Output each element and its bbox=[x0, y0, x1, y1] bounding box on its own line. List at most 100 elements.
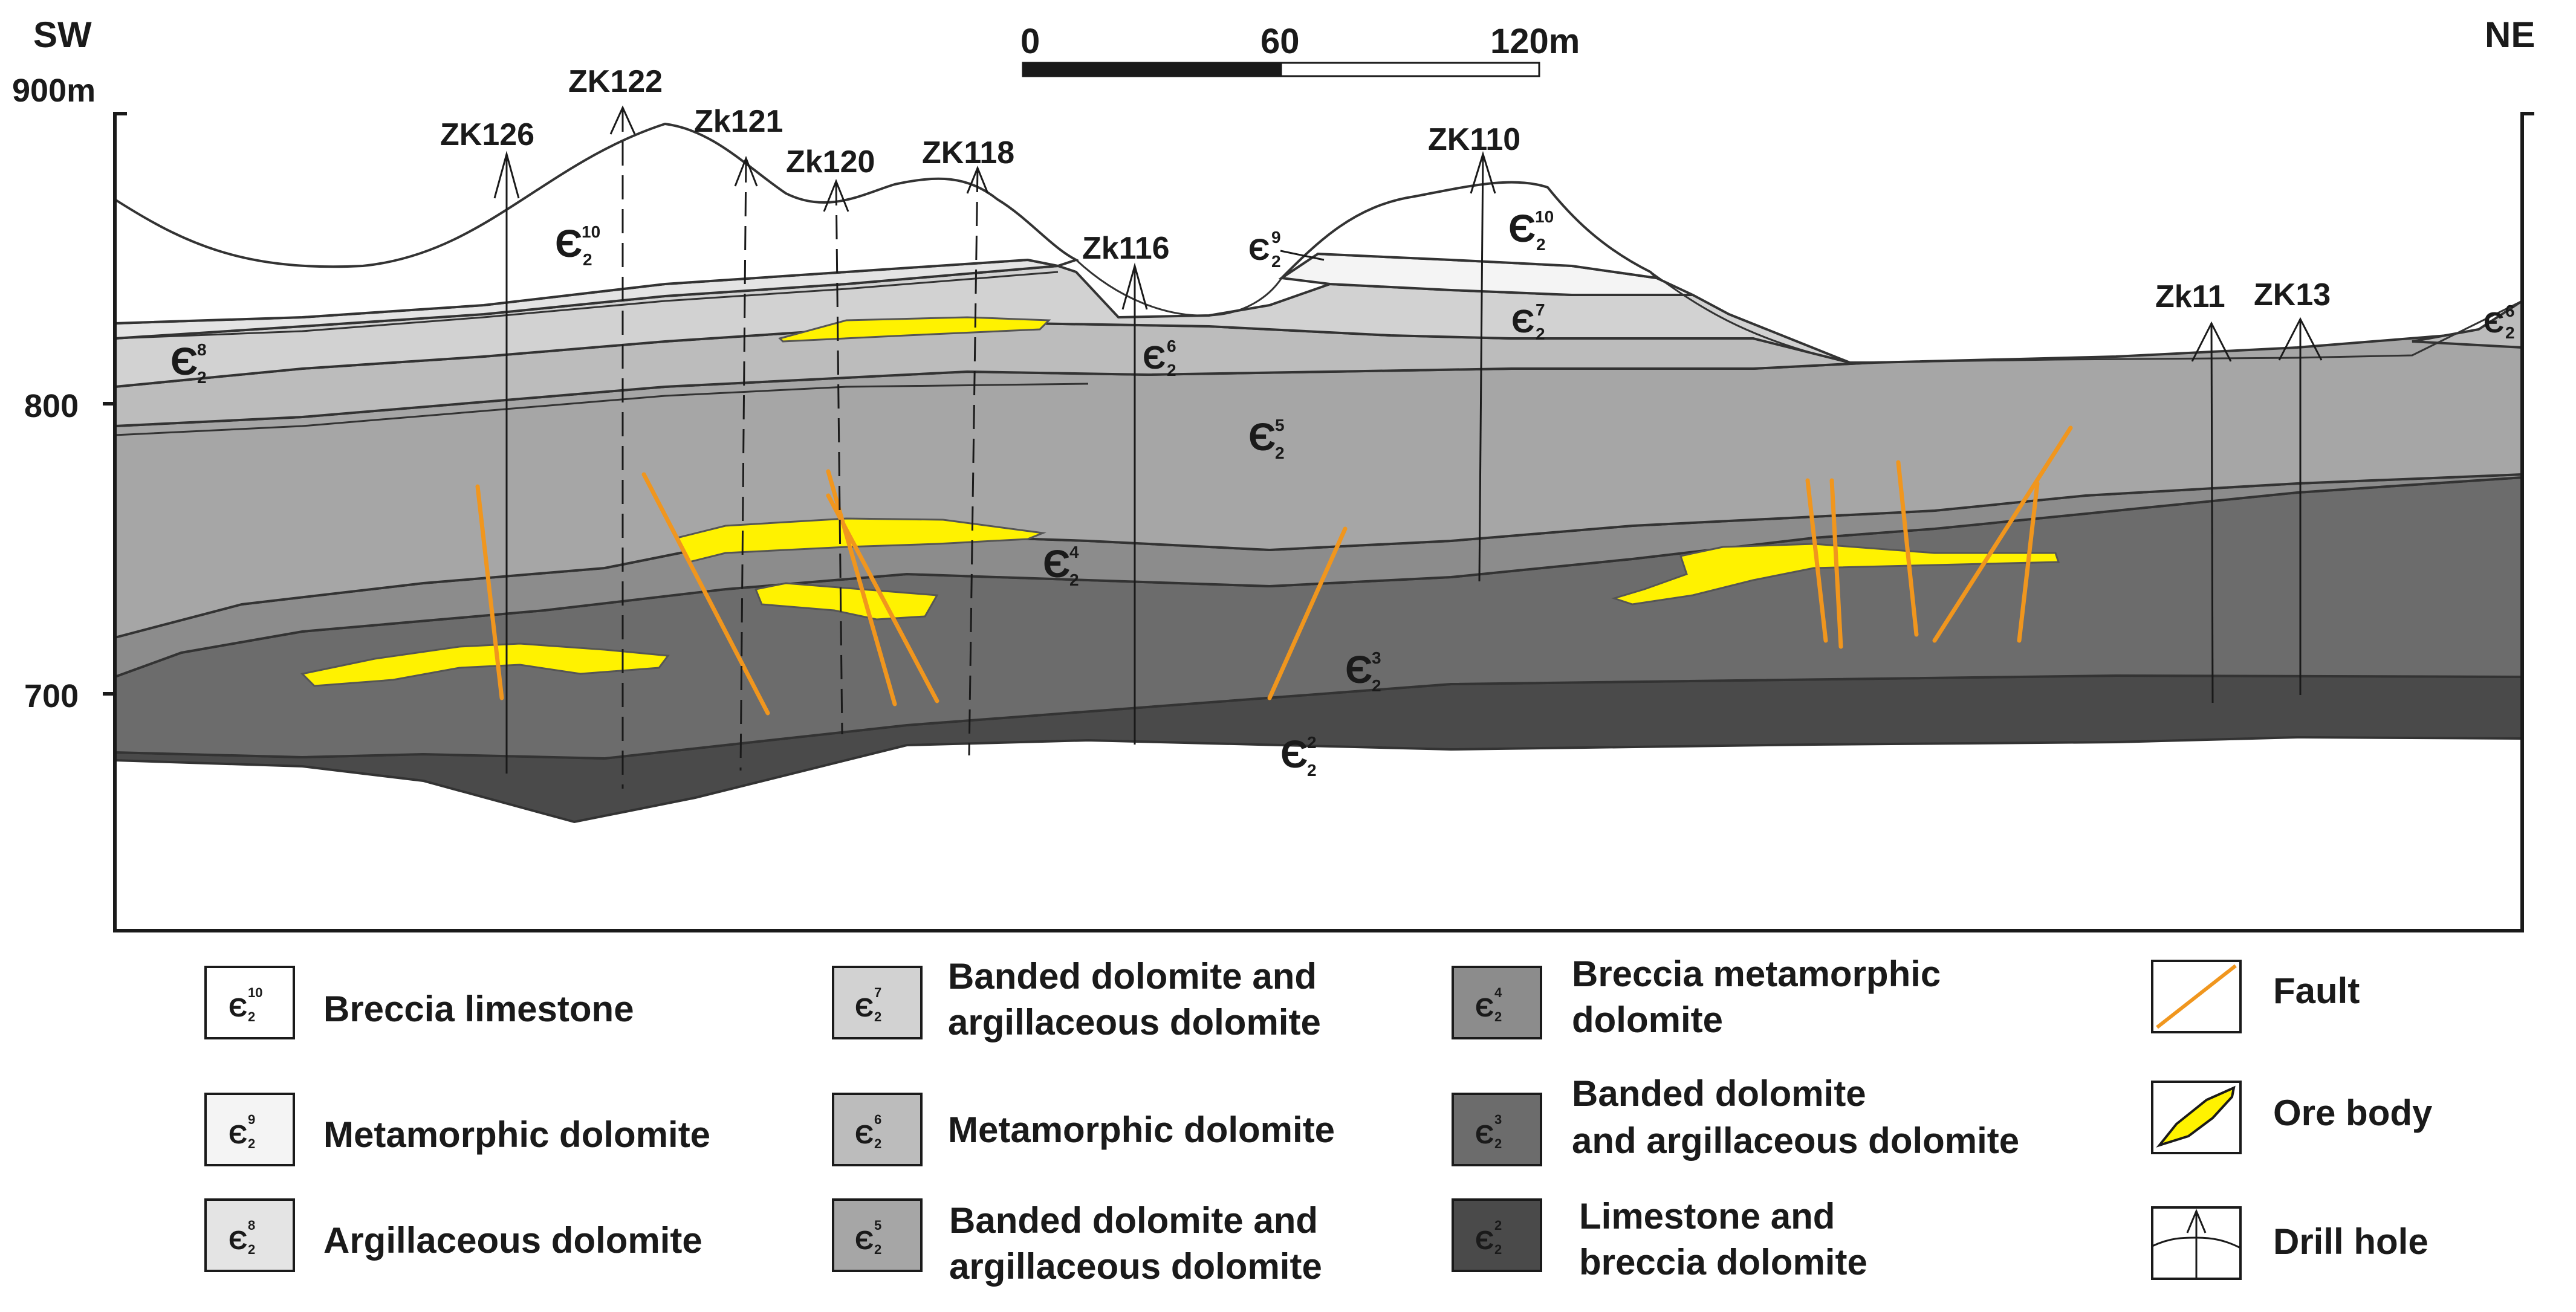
svg-text:2: 2 bbox=[1307, 733, 1317, 752]
svg-text:2: 2 bbox=[248, 1136, 255, 1151]
drill-hole-zk126 bbox=[493, 150, 520, 774]
svg-text:2: 2 bbox=[197, 368, 207, 387]
inner-line-a bbox=[114, 383, 1089, 436]
drill-label-zk122: ZK122 bbox=[568, 64, 663, 99]
scale-bar-white bbox=[1280, 62, 1540, 77]
drill-label-zk121: Zk121 bbox=[694, 104, 783, 139]
fault-line bbox=[1805, 478, 1828, 643]
legend-label: Metamorphic dolomite bbox=[948, 1110, 1335, 1150]
svg-text:2: 2 bbox=[1536, 325, 1545, 343]
unit-label: Є 8 2 bbox=[170, 340, 207, 387]
svg-text:6: 6 bbox=[1167, 337, 1176, 355]
legend-item-unit-6: Є 6 2 Metamorphic dolomite bbox=[832, 1093, 1335, 1166]
legend-label: Breccia metamorphic bbox=[1572, 954, 1941, 994]
legend-item-unit-8: Є 8 2 Argillaceous dolomite bbox=[204, 1198, 702, 1272]
drill-label-zk120: Zk120 bbox=[786, 144, 875, 179]
topography-line bbox=[114, 123, 2523, 364]
svg-text:Є: Є bbox=[1280, 732, 1308, 776]
direction-right: NE bbox=[2485, 15, 2535, 55]
drill-label-zk11: Zk11 bbox=[2155, 279, 2225, 314]
drill-label-zk110: ZK110 bbox=[1428, 122, 1520, 157]
fault-line bbox=[475, 484, 504, 700]
svg-text:10: 10 bbox=[582, 222, 600, 241]
direction-left: SW bbox=[33, 15, 92, 55]
svg-text:Є: Є bbox=[1511, 303, 1534, 340]
drill-hole-zk121 bbox=[734, 155, 758, 771]
fault-line bbox=[826, 493, 939, 703]
unit-label: Є 6 2 bbox=[1143, 337, 1176, 380]
legend-swatch bbox=[204, 1198, 295, 1272]
svg-text:Є: Є bbox=[1475, 1226, 1494, 1255]
fault-line bbox=[826, 469, 897, 706]
drill-hole-zk110 bbox=[1470, 150, 1496, 582]
legend-label: argillaceous dolomite bbox=[948, 1002, 1321, 1042]
svg-text:Є: Є bbox=[1248, 233, 1270, 267]
scale-label-120m: 120m bbox=[1490, 22, 1580, 61]
fault-line bbox=[1896, 460, 1919, 637]
svg-text:2: 2 bbox=[1275, 444, 1285, 462]
legend-label: Argillaceous dolomite bbox=[323, 1220, 702, 1261]
svg-text:Є: Є bbox=[1143, 340, 1166, 376]
svg-text:3: 3 bbox=[1372, 648, 1381, 667]
legend-label: Breccia limestone bbox=[323, 989, 634, 1029]
svg-text:Є: Є bbox=[1345, 648, 1373, 691]
drill-hole-zk120 bbox=[823, 178, 849, 735]
scale-bar: 0 60 120m bbox=[1020, 22, 1580, 77]
unit-label: Є 3 2 bbox=[1345, 648, 1381, 695]
legend-item-unit-2: Є 2 2 Limestone and breccia dolomite bbox=[1452, 1196, 1867, 1282]
unit-label: Є 10 2 bbox=[555, 222, 600, 269]
legend-label: Metamorphic dolomite bbox=[323, 1114, 710, 1155]
legend-swatch bbox=[1452, 1093, 1542, 1166]
fault-line bbox=[1829, 478, 1843, 649]
unit-label: Є 4 2 bbox=[1043, 542, 1079, 589]
svg-text:Є: Є bbox=[1475, 993, 1494, 1023]
ore-body bbox=[300, 642, 670, 687]
legend-label: Banded dolomite and bbox=[948, 956, 1317, 997]
svg-text:2: 2 bbox=[1494, 1009, 1502, 1024]
legend-swatch bbox=[1452, 1198, 1542, 1272]
svg-text:2: 2 bbox=[248, 1009, 255, 1024]
legend-item-unit-10: Є 10 2 Breccia limestone bbox=[204, 966, 634, 1039]
fault-symbol bbox=[2156, 964, 2237, 1029]
svg-text:Є: Є bbox=[2484, 307, 2504, 339]
svg-text:2: 2 bbox=[874, 1136, 881, 1151]
unit-label: Є 2 2 bbox=[1280, 732, 1317, 780]
svg-text:2: 2 bbox=[1069, 570, 1079, 589]
legend-item-unit-4: Є 4 2 Breccia metamorphic dolomite bbox=[1452, 954, 1941, 1040]
svg-text:8: 8 bbox=[197, 340, 207, 359]
legend-label: Fault bbox=[2273, 971, 2360, 1011]
legend-label: Banded dolomite and bbox=[949, 1200, 1318, 1241]
svg-text:2: 2 bbox=[1271, 252, 1281, 271]
drill-label-zk116: Zk116 bbox=[1082, 231, 1170, 266]
ore-body bbox=[778, 316, 1051, 343]
drill-label-zk13: ZK13 bbox=[2254, 277, 2331, 312]
svg-text:Є: Є bbox=[170, 340, 198, 383]
legend-item-unit-9: Є 9 2 Metamorphic dolomite bbox=[204, 1093, 710, 1166]
svg-text:2: 2 bbox=[1494, 1242, 1502, 1257]
drill-hole-zk122 bbox=[609, 105, 636, 789]
legend-item-fault: Fault bbox=[2151, 960, 2360, 1033]
legend-item-unit-3: Є 3 2 Banded dolomite and argillaceous d… bbox=[1452, 1073, 2019, 1166]
drill-label-zk126: ZK126 bbox=[440, 117, 534, 152]
legend-item-unit-7: Є 7 2 Banded dolomite and argillaceous d… bbox=[832, 956, 1321, 1042]
fault-line bbox=[1267, 526, 1348, 700]
unit-label: Є 6 2 bbox=[2484, 302, 2515, 342]
fault-line bbox=[1932, 425, 2073, 643]
unit-label: Є 7 2 bbox=[1511, 300, 1545, 343]
unit-label-leader bbox=[1280, 250, 1325, 261]
ore-bodies bbox=[300, 316, 2060, 687]
drill-hole-zk116 bbox=[1121, 262, 1148, 745]
scale-label-0: 0 bbox=[1020, 22, 1040, 61]
unit-label: Є 5 2 bbox=[1248, 415, 1285, 462]
svg-text:Є: Є bbox=[229, 993, 247, 1023]
svg-text:Є: Є bbox=[555, 222, 583, 265]
section-frame bbox=[103, 112, 2534, 932]
legend-swatch bbox=[1452, 966, 1542, 1039]
legend-label: Banded dolomite bbox=[1572, 1073, 1866, 1114]
svg-text:Є: Є bbox=[1508, 207, 1536, 250]
svg-text:2: 2 bbox=[2505, 323, 2515, 342]
svg-text:Є: Є bbox=[855, 1120, 874, 1149]
svg-text:7: 7 bbox=[1536, 300, 1545, 319]
strata bbox=[114, 122, 2523, 824]
